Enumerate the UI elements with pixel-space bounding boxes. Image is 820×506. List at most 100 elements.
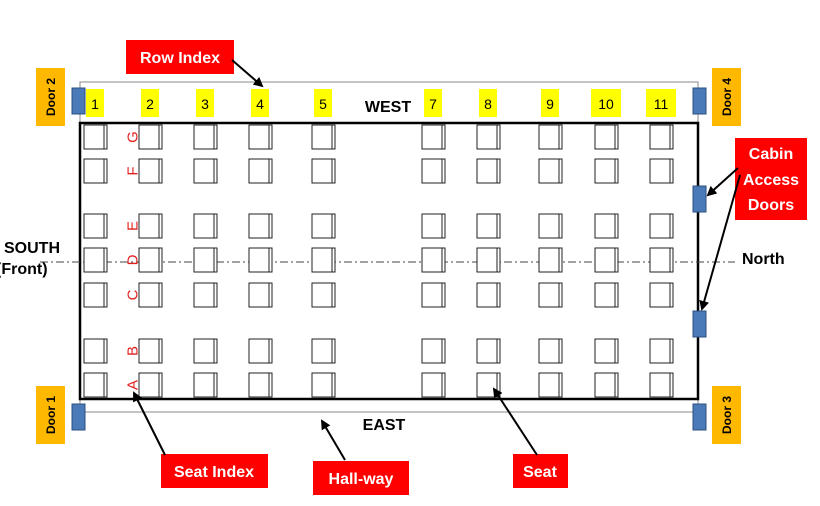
cabin-access-door-upper xyxy=(692,185,707,213)
seat xyxy=(248,282,273,308)
svg-text:Door 3: Door 3 xyxy=(720,396,734,434)
seat xyxy=(421,282,446,308)
seat xyxy=(138,158,163,184)
seat xyxy=(649,282,674,308)
seat xyxy=(311,158,336,184)
svg-text:Seat Index: Seat Index xyxy=(174,464,254,481)
door-4-tag: Door 4 xyxy=(712,68,741,126)
row-index-label: 9 xyxy=(546,96,554,112)
row-index-tag-11: 11 xyxy=(646,89,676,117)
door-3-block xyxy=(692,403,707,431)
seat xyxy=(83,158,108,184)
seat-letter-C: C xyxy=(125,289,142,300)
seat xyxy=(421,372,446,398)
seat xyxy=(476,158,501,184)
seat xyxy=(193,124,218,150)
seat xyxy=(476,338,501,364)
svg-text:Row Index: Row Index xyxy=(140,50,220,67)
seat xyxy=(594,338,619,364)
north-label: North xyxy=(742,251,785,268)
row-index-tag-10: 10 xyxy=(591,89,621,117)
svg-text:Seat: Seat xyxy=(523,464,557,481)
seat-letter-G: G xyxy=(125,131,142,143)
seat xyxy=(476,282,501,308)
seat xyxy=(594,247,619,273)
seat-letter-D: D xyxy=(125,254,142,265)
row-index-tag-3: 3 xyxy=(196,89,214,117)
seat-letter-A: A xyxy=(125,380,142,390)
seat xyxy=(421,247,446,273)
seat xyxy=(476,372,501,398)
seat-grid xyxy=(83,124,674,398)
row-index-tag-1: 1 xyxy=(86,89,104,117)
front-label: (Front) xyxy=(0,261,48,278)
cabin-door-arrow-upper xyxy=(706,167,739,197)
seat xyxy=(83,372,108,398)
svg-text:Door 4: Door 4 xyxy=(720,78,734,116)
cabin-access-doors-callout: Cabin Access Doors xyxy=(735,138,807,220)
row-index-tag-9: 9 xyxy=(541,89,559,117)
seat xyxy=(83,247,108,273)
row-index-label: 4 xyxy=(256,96,264,112)
row-index-tag-8: 8 xyxy=(479,89,497,117)
cabin-access-door-lower xyxy=(692,310,707,338)
south-label: SOUTH xyxy=(4,240,60,257)
seat xyxy=(538,282,563,308)
row-index-label: 8 xyxy=(484,96,492,112)
seat xyxy=(83,213,108,239)
seat-arrow xyxy=(492,387,538,456)
seat xyxy=(538,158,563,184)
door-2-tag: Door 2 xyxy=(36,68,65,126)
seat xyxy=(193,282,218,308)
row-index-tags: 1 2 3 4 5 7 8 9 10 11 xyxy=(86,89,676,117)
seat xyxy=(248,213,273,239)
seat xyxy=(421,124,446,150)
svg-text:Doors: Doors xyxy=(748,197,794,214)
seat-index-callout: Seat Index xyxy=(161,454,268,488)
seat-index-arrow xyxy=(133,391,166,456)
seat xyxy=(649,372,674,398)
seat xyxy=(311,213,336,239)
row-index-label: 3 xyxy=(201,96,209,112)
seat xyxy=(476,247,501,273)
hallway-arrow xyxy=(320,419,346,461)
seat xyxy=(538,124,563,150)
seat xyxy=(83,124,108,150)
row-index-tag-2: 2 xyxy=(141,89,159,117)
seat xyxy=(83,282,108,308)
seat xyxy=(311,282,336,308)
seat xyxy=(138,247,163,273)
seat xyxy=(538,338,563,364)
cabin-door-arrow-lower xyxy=(699,174,741,311)
seat xyxy=(476,213,501,239)
seat xyxy=(311,338,336,364)
seat xyxy=(649,124,674,150)
seat xyxy=(538,213,563,239)
seat xyxy=(248,372,273,398)
seat xyxy=(421,213,446,239)
seat xyxy=(193,338,218,364)
seat xyxy=(594,213,619,239)
row-index-tag-7: 7 xyxy=(424,89,442,117)
seat xyxy=(311,247,336,273)
seat xyxy=(193,213,218,239)
seat xyxy=(248,247,273,273)
seat-letter-E: E xyxy=(125,221,142,231)
seat xyxy=(138,338,163,364)
door-1-block xyxy=(71,403,86,431)
seat xyxy=(649,158,674,184)
row-index-tag-4: 4 xyxy=(251,89,269,117)
row-index-label: 7 xyxy=(429,96,437,112)
seat xyxy=(138,213,163,239)
seat xyxy=(538,247,563,273)
seat xyxy=(83,338,108,364)
row-index-tag-5: 5 xyxy=(314,89,332,117)
west-label: WEST xyxy=(365,99,411,116)
seat xyxy=(538,372,563,398)
svg-text:Cabin: Cabin xyxy=(749,146,793,163)
door-4-block xyxy=(692,87,707,115)
seat-callout: Seat xyxy=(513,454,568,488)
svg-text:Door 1: Door 1 xyxy=(44,396,58,434)
